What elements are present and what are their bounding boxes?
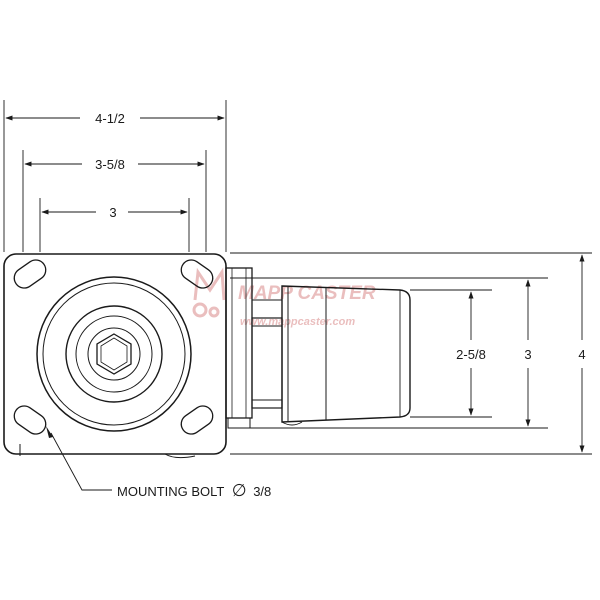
dimension-mid-width: 3-5/8: [22, 150, 207, 252]
caster-side-view: [225, 267, 411, 429]
dimension-overall-width: 4-1/2: [3, 100, 227, 252]
dimension-overall-height: 4: [578, 254, 586, 453]
bolt-slot-icon: [13, 259, 214, 435]
dimension-wheel-width: 2-5/8: [456, 291, 486, 416]
watermark: MAPP CASTER www.mappcaster.com: [192, 267, 376, 328]
mounting-plate: [3, 253, 227, 455]
wheel-tread: [281, 285, 411, 423]
dimension-extension-lines: [230, 252, 592, 455]
watermark-url: www.mappcaster.com: [240, 316, 355, 328]
kingpin-hex-nut-icon: [96, 333, 132, 375]
wheel-width-label: 2-5/8: [456, 347, 486, 362]
overall-width-label: 4-1/2: [95, 111, 125, 126]
dimension-inner-width: 3: [39, 198, 190, 252]
dimension-mount-height: 3: [524, 279, 532, 427]
mounting-bolt-callout: MOUNTING BOLT ∅ 3/8: [46, 426, 271, 500]
watermark-logo-icon: [192, 267, 226, 318]
mid-width-label: 3-5/8: [95, 157, 125, 172]
mount-height-label: 3: [524, 347, 531, 362]
mounting-bolt-label: MOUNTING BOLT ∅ 3/8: [117, 481, 271, 500]
swivel-raceway: [36, 276, 192, 432]
inner-width-label: 3: [109, 205, 116, 220]
top-plate-view: [3, 253, 227, 459]
axle-hub: [251, 317, 283, 409]
overall-height-label: 4: [578, 347, 585, 362]
callout-size: 3/8: [253, 484, 271, 499]
callout-label: MOUNTING BOLT: [117, 484, 224, 499]
diameter-symbol-icon: ∅: [232, 481, 247, 500]
